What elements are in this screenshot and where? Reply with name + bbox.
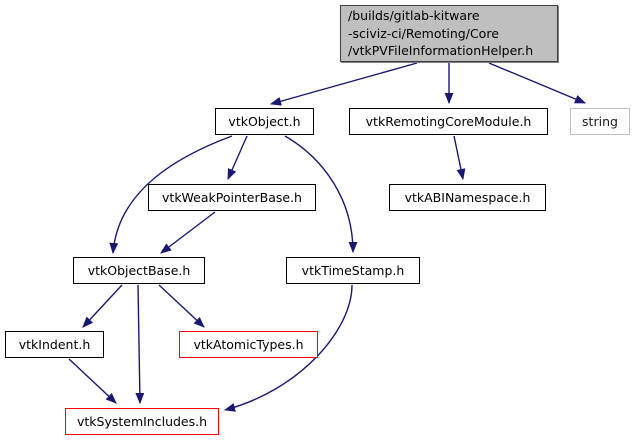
graph-node-vtkTimeStamp[interactable]: vtkTimeStamp.h xyxy=(286,257,420,284)
graph-node-label: vtkWeakPointerBase.h xyxy=(162,189,302,205)
graph-edge-vtkWeakPointerBase-to-vtkObjectBase xyxy=(160,211,216,254)
graph-node-label: vtkAtomicTypes.h xyxy=(193,336,304,352)
graph-node-root: /builds/gitlab-kitware -sciviz-ci/Remoti… xyxy=(340,5,558,62)
graph-node-label: vtkIndent.h xyxy=(18,336,91,352)
graph-node-label: /builds/gitlab-kitware -sciviz-ci/Remoti… xyxy=(348,8,534,59)
graph-node-vtkRemotingCoreModule[interactable]: vtkRemotingCoreModule.h xyxy=(349,108,548,135)
graph-node-vtkAtomicTypes[interactable]: vtkAtomicTypes.h xyxy=(179,331,318,358)
graph-node-vtkSystemIncludes[interactable]: vtkSystemIncludes.h xyxy=(65,408,219,435)
graph-node-label: vtkABINamespace.h xyxy=(404,189,531,205)
graph-edge-vtkObject-to-vtkObjectBase xyxy=(109,135,233,255)
graph-node-string[interactable]: string xyxy=(570,108,630,135)
graph-node-label: vtkTimeStamp.h xyxy=(301,262,405,278)
graph-edge-root-to-string xyxy=(488,62,587,104)
graph-node-vtkWeakPointerBase[interactable]: vtkWeakPointerBase.h xyxy=(148,184,316,211)
graph-node-label: vtkRemotingCoreModule.h xyxy=(365,113,532,129)
graph-node-vtkObject[interactable]: vtkObject.h xyxy=(215,108,314,135)
graph-node-label: vtkSystemIncludes.h xyxy=(76,413,208,429)
graph-edge-vtkObject-to-vtkWeakPointerBase xyxy=(227,135,248,181)
graph-edge-vtkObject-to-vtkTimeStamp xyxy=(284,135,358,254)
graph-edge-vtkObjectBase-to-vtkAtomicTypes xyxy=(158,284,205,328)
graph-edge-vtkObjectBase-to-vtkSystemIncludes xyxy=(135,284,145,405)
graph-node-label: vtkObject.h xyxy=(228,113,301,129)
graph-edge-vtkRemotingCoreModule-to-vtkABINamespace xyxy=(453,135,466,181)
graph-edge-root-to-vtkObject xyxy=(269,62,418,106)
graph-node-label: string xyxy=(582,113,618,129)
graph-edge-vtkObjectBase-to-vtkIndent xyxy=(82,284,123,328)
graph-node-label: vtkObjectBase.h xyxy=(87,262,191,278)
graph-node-vtkIndent[interactable]: vtkIndent.h xyxy=(5,331,104,358)
graph-node-vtkABINamespace[interactable]: vtkABINamespace.h xyxy=(389,184,546,211)
graph-edge-vtkIndent-to-vtkSystemIncludes xyxy=(68,358,117,404)
graph-node-vtkObjectBase[interactable]: vtkObjectBase.h xyxy=(73,257,205,284)
